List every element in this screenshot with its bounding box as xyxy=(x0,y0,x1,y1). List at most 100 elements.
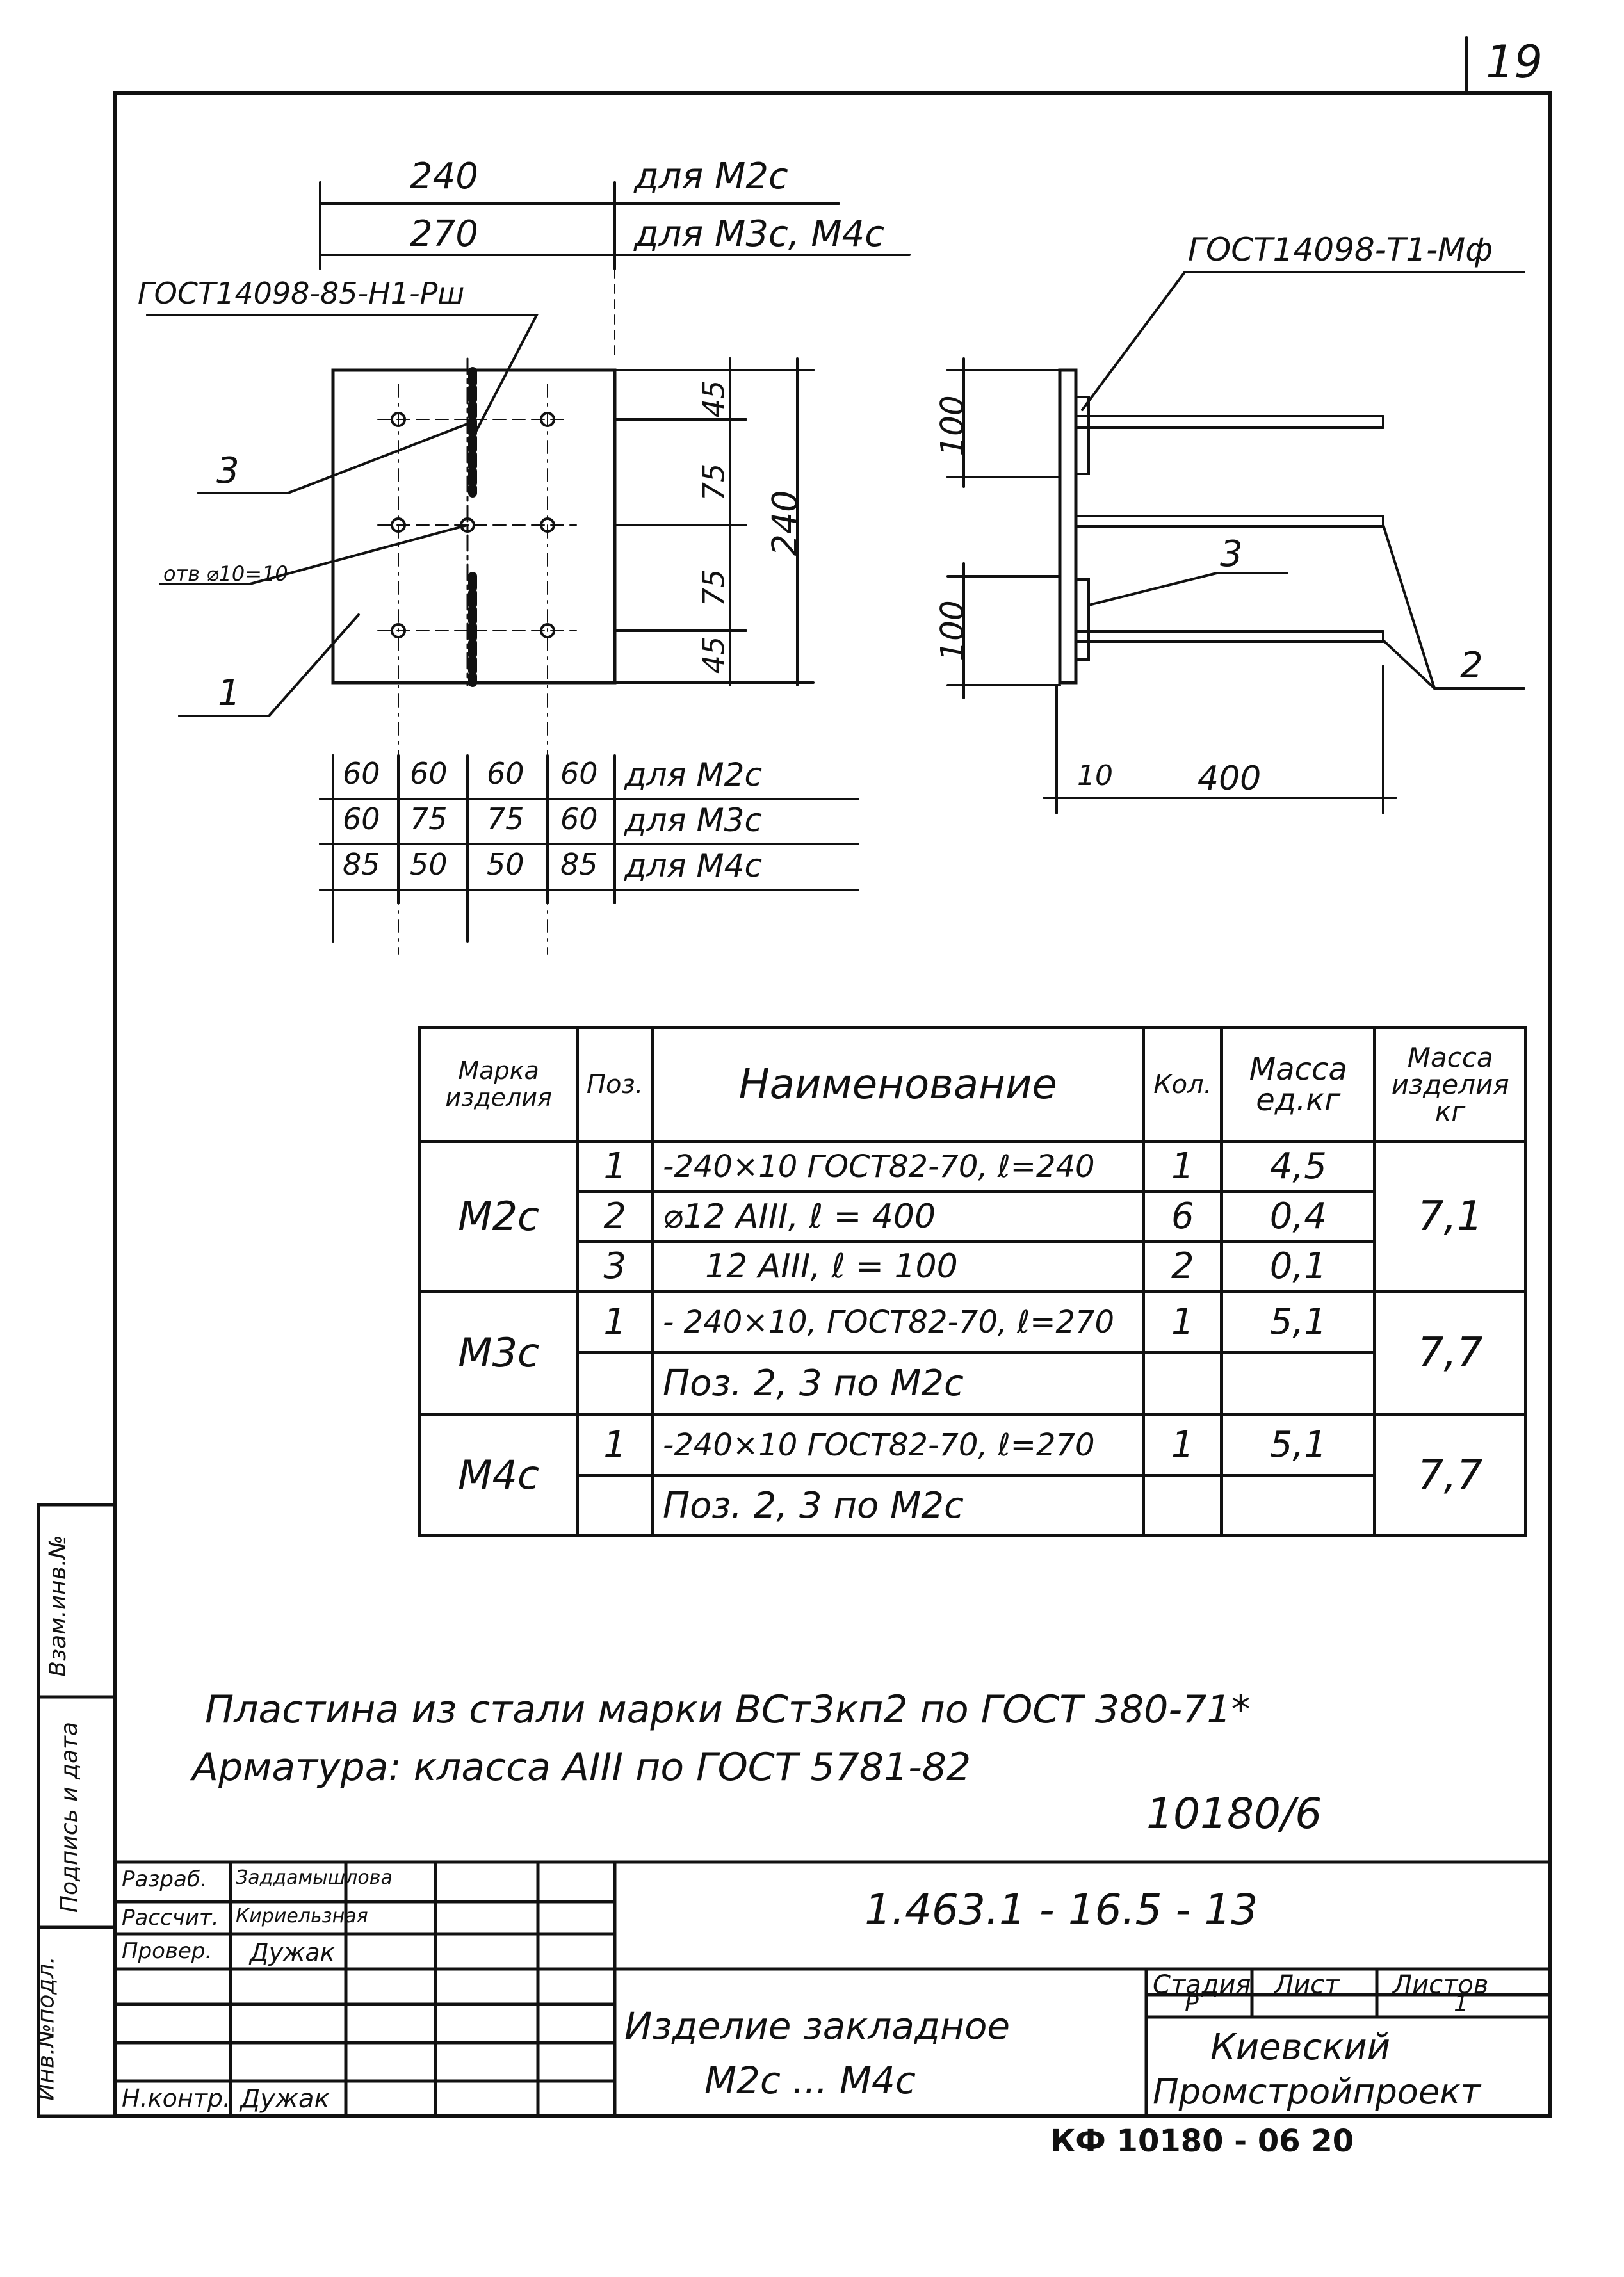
top-dim-270-value: 270 xyxy=(410,213,478,255)
spec-header-row: Марка изделия Поз. Наименование Кол. Мас… xyxy=(418,1026,1527,1143)
side-stamp-inv: Инв.№подл. xyxy=(33,1956,60,2101)
side-dim-100-top: 100 xyxy=(934,395,971,457)
table-row: М4с 1 -240×10 ГОСТ82-70, ℓ=270 1 5,1 7,7 xyxy=(418,1413,1527,1537)
plate-dim-75-1: 75 xyxy=(696,463,731,501)
pos3-label: 3 xyxy=(216,450,240,492)
side-dims xyxy=(946,357,1397,814)
cell-mark: М2с xyxy=(418,1140,580,1293)
side-stamp xyxy=(37,1503,117,2118)
side-rebars xyxy=(1075,415,1384,643)
table-row: М2с 1 -240×10 ГОСТ82-70, ℓ=240 1 4,5 7,1 xyxy=(418,1140,1527,1293)
order-number: 10180/6 xyxy=(1146,1789,1322,1838)
side-short-bars xyxy=(1075,396,1090,661)
frame-border xyxy=(113,91,1552,2118)
name-designer: Заддамышлова xyxy=(236,1867,393,1889)
side-dim-thickness: 10 xyxy=(1077,759,1113,792)
gost-left-label: ГОСТ14098-85-Н1-Рш xyxy=(138,276,465,311)
table-row: 2 ⌀12 АIII, ℓ = 400 6 0,4 xyxy=(420,1190,1526,1243)
bottom-dim-m4c-note: для М4с xyxy=(624,847,762,884)
cell-pos xyxy=(576,1474,654,1537)
cell-total: 7,7 xyxy=(1373,1290,1527,1416)
plate-dim-45-top: 45 xyxy=(696,380,731,418)
side-stamp-sign: Подпись и дата xyxy=(56,1721,83,1913)
leader-hole xyxy=(159,524,469,585)
title-line-2: М2с ... М4с xyxy=(704,2059,916,2102)
role-checker: Провер. xyxy=(122,1938,213,1964)
footer-code: КФ 10180 - 06 20 xyxy=(1050,2123,1354,2159)
org-line-2: Промстройпроект xyxy=(1153,2071,1481,2112)
cell-name: - 240×10, ГОСТ82-70, ℓ=270 xyxy=(651,1290,1146,1354)
side-plate xyxy=(1058,368,1078,685)
bottom-dim-m4c-3: 50 xyxy=(487,847,524,882)
specification-table: Марка изделия Поз. Наименование Кол. Мас… xyxy=(418,1026,1527,1537)
header-qty: Кол. xyxy=(1142,1026,1224,1143)
cell-qty xyxy=(1142,1351,1224,1416)
plate-dim-45-bottom: 45 xyxy=(696,636,731,674)
org-line-1: Киевский xyxy=(1210,2027,1391,2068)
cell-pos: 1 xyxy=(576,1413,654,1477)
name-calculator: Кириельзная xyxy=(236,1905,368,1927)
anchor-points xyxy=(377,384,577,955)
cell-qty: 1 xyxy=(1142,1140,1224,1193)
header-unit-mass: Масса ед.кг xyxy=(1220,1026,1377,1143)
table-row: М3с 1 - 240×10, ГОСТ82-70, ℓ=270 1 5,1 7… xyxy=(418,1290,1527,1416)
header-pos: Поз. xyxy=(576,1026,654,1143)
leader-pos2 xyxy=(1382,524,1525,690)
cell-pos: 1 xyxy=(576,1140,654,1193)
bottom-dim-m3c-4: 60 xyxy=(560,802,598,836)
cell-name: Поз. 2, 3 по М2с xyxy=(651,1351,1146,1416)
side-stamp-replace: Взам.инв.№ xyxy=(44,1535,71,1677)
cell-pos xyxy=(576,1351,654,1416)
gost-right-label: ГОСТ14098-Т1-Мф xyxy=(1188,231,1493,268)
leader-pos3-right xyxy=(1087,572,1288,606)
note-line-2: Арматура: класса АIII по ГОСТ 5781-82 xyxy=(192,1745,971,1790)
bottom-dim-m3c-1: 60 xyxy=(343,802,380,836)
cell-mass xyxy=(1220,1474,1377,1537)
cell-mass: 0,1 xyxy=(1220,1240,1377,1293)
bottom-dim-m2c-2: 60 xyxy=(410,756,448,791)
cell-name: 12 АIII, ℓ = 100 xyxy=(651,1240,1146,1293)
cell-mass xyxy=(1220,1351,1377,1416)
cell-pos: 1 xyxy=(576,1290,654,1354)
role-norm-control: Н.контр. xyxy=(122,2084,231,2112)
leader-pos3 xyxy=(197,421,472,494)
cell-qty: 2 xyxy=(1142,1240,1224,1293)
cell-qty: 6 xyxy=(1142,1190,1224,1243)
cell-pos: 2 xyxy=(576,1190,654,1243)
cell-mark: М3с xyxy=(418,1290,580,1416)
bottom-dim-m3c-2: 75 xyxy=(410,802,448,836)
role-designer: Разраб. xyxy=(122,1867,207,1892)
pos3-right-label: 3 xyxy=(1220,533,1243,575)
cell-name: Поз. 2, 3 по М2с xyxy=(651,1474,1146,1537)
bottom-dim-m3c-3: 75 xyxy=(487,802,524,836)
title-block-lines xyxy=(113,1860,1552,2118)
cell-mass: 5,1 xyxy=(1220,1413,1377,1477)
side-dim-length: 400 xyxy=(1198,759,1262,798)
leader-pos1 xyxy=(178,613,360,717)
top-dim-270-note: для М3с, М4с xyxy=(634,213,885,255)
side-dim-100-bottom: 100 xyxy=(934,600,971,661)
plate-dim-75-2: 75 xyxy=(696,569,731,607)
cell-name: -240×10 ГОСТ82-70, ℓ=270 xyxy=(651,1413,1146,1477)
cell-qty: 1 xyxy=(1142,1413,1224,1477)
top-dim-240-value: 240 xyxy=(410,156,478,197)
header-total-mass: Масса изделия кг xyxy=(1373,1026,1527,1143)
header-mark: Марка изделия xyxy=(418,1026,580,1143)
sheets-value: 1 xyxy=(1454,1991,1468,2017)
bottom-dim-m2c-note: для М2с xyxy=(624,756,762,793)
top-dim-240-note: для М2с xyxy=(634,156,788,197)
cell-mark: М4с xyxy=(418,1413,580,1537)
cell-qty: 1 xyxy=(1142,1290,1224,1354)
header-name: Наименование xyxy=(651,1026,1146,1143)
cell-total: 7,1 xyxy=(1373,1140,1527,1293)
cell-name: -240×10 ГОСТ82-70, ℓ=240 xyxy=(651,1140,1146,1193)
sheet-header: Лист xyxy=(1274,1970,1340,2000)
stage-value: Р xyxy=(1185,1991,1199,2017)
role-calculator: Рассчит. xyxy=(122,1905,219,1931)
stage-header: Стадия xyxy=(1153,1970,1251,2000)
sheet-number: 19 xyxy=(1486,36,1543,88)
cell-mass: 4,5 xyxy=(1220,1140,1377,1193)
bottom-dim-m2c-1: 60 xyxy=(343,756,380,791)
bottom-dim-m4c-2: 50 xyxy=(410,847,448,882)
sheets-header: Листов xyxy=(1393,1970,1489,2000)
